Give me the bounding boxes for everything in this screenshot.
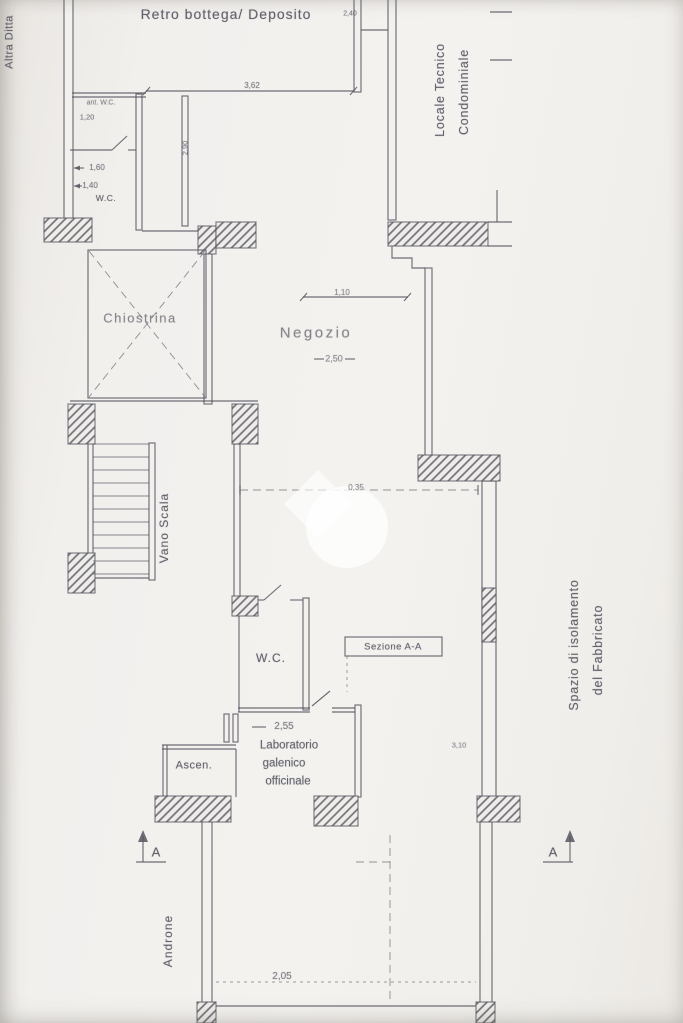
hatched-walls <box>43 217 521 1023</box>
room-label-locale-tecnico-line1: Locale Tecnico <box>432 43 447 137</box>
room-label-negozio: Negozio <box>279 324 353 342</box>
dimension-androne-width: 2,05 <box>272 971 292 982</box>
dimension-wc-width-1: 1,60 <box>89 163 105 172</box>
room-label-laboratorio-line1: Laboratorio <box>259 739 319 752</box>
room-label-laboratorio-line3: officinale <box>265 775 311 788</box>
room-label-spazio-line2: del Fabbricato <box>590 604 605 696</box>
section-marker-a-right: A <box>548 844 558 860</box>
room-label-laboratorio-line2: galenico <box>262 757 306 770</box>
room-label-ant-wc: ant. W.C. <box>86 99 116 107</box>
dimension-top-room-width: 3,62 <box>244 81 260 90</box>
dimension-left-depth: 2,90 <box>180 140 190 156</box>
room-label-retro-bottega: Retro bottega/ Deposito <box>140 6 312 22</box>
stair-treads <box>93 443 149 575</box>
dimension-ant-wc-width: 1,20 <box>79 112 95 122</box>
room-label-vano-scala: Vano Scala <box>157 492 171 564</box>
dimension-laboratorio-width: 2,55 <box>274 721 294 732</box>
dimension-mid-span: 0,35 <box>348 483 364 492</box>
room-label-locale-tecnico-line2: Condominiale <box>456 48 471 136</box>
section-marker-a-left: A <box>151 844 161 860</box>
chiostrina-courtyard-cross <box>87 249 207 399</box>
dimension-wc-width-2: 1,40 <box>82 181 98 190</box>
dimension-negozio-recess: 1,10 <box>334 288 350 297</box>
room-label-wc-mid: W.C. <box>256 651 286 665</box>
section-annotation-box <box>344 636 443 692</box>
room-label-ascensore: Ascen. <box>175 759 213 772</box>
dimension-negozio-width: 2,50 <box>325 353 343 364</box>
room-label-spazio-line1: Spazio di isolamento <box>566 579 581 711</box>
section-label: Sezione A-A <box>364 641 422 653</box>
room-label-wc-top: W.C. <box>95 192 117 203</box>
room-label-altra-ditta: Altra Ditta <box>3 15 16 69</box>
section-markers <box>136 830 575 863</box>
room-label-chiostrina: Chiostrina <box>103 310 177 326</box>
dimension-right-span: 3,10 <box>451 740 467 750</box>
dimension-top-right: 2,40 <box>343 10 357 18</box>
room-label-androne: Androne <box>161 914 175 968</box>
dimension-lines <box>74 86 479 1004</box>
watermark-logo <box>284 470 388 568</box>
